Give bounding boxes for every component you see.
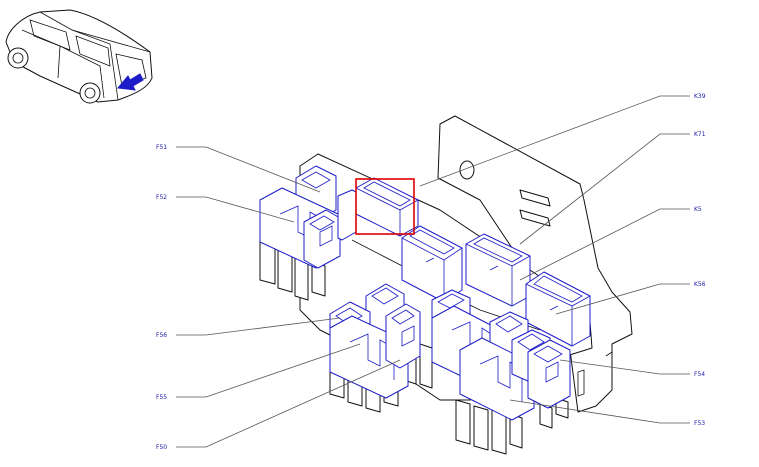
callout-f53: F53 — [694, 420, 705, 427]
callout-f55: F55 — [156, 394, 167, 401]
leader-f54 — [559, 359, 690, 375]
relay-small-left — [337, 189, 357, 241]
callouts-left: F51 F52 F56 F55 F50 — [156, 144, 167, 451]
leader-f55 — [176, 343, 361, 398]
arrow-location-icon — [117, 73, 144, 91]
leader-k71 — [519, 133, 690, 245]
callout-f56: F56 — [156, 332, 167, 339]
callout-f50: F50 — [156, 444, 167, 451]
leader-f51 — [176, 146, 321, 193]
callout-f52: F52 — [156, 194, 167, 201]
leader-f56 — [176, 317, 341, 336]
callout-k5: K5 — [694, 206, 702, 213]
fuse-cluster-f54-f53 — [431, 289, 571, 421]
highlight-box — [355, 178, 415, 235]
callout-f54: F54 — [694, 371, 705, 378]
callout-k39: K39 — [694, 93, 706, 100]
connector-pins-bottom — [455, 397, 569, 455]
fuse-cluster-f51-f52 — [259, 165, 341, 269]
car-location-icon — [5, 9, 153, 104]
relay-k71 — [401, 225, 463, 303]
leader-f52 — [176, 196, 295, 223]
callout-k71: K71 — [694, 131, 706, 138]
callouts-right: K39 K71 K5 K56 F54 F53 — [694, 93, 706, 427]
leader-k5 — [519, 208, 690, 281]
fuse-cluster-f56-f55-f50 — [329, 283, 421, 399]
leader-k56 — [555, 283, 690, 315]
callout-f51: F51 — [156, 144, 167, 151]
callout-k56: K56 — [694, 281, 706, 288]
leader-f50 — [176, 359, 401, 448]
relay-k39 — [355, 177, 419, 237]
leader-lines — [176, 95, 690, 448]
leader-k39 — [419, 95, 690, 187]
leader-f53 — [509, 399, 690, 424]
